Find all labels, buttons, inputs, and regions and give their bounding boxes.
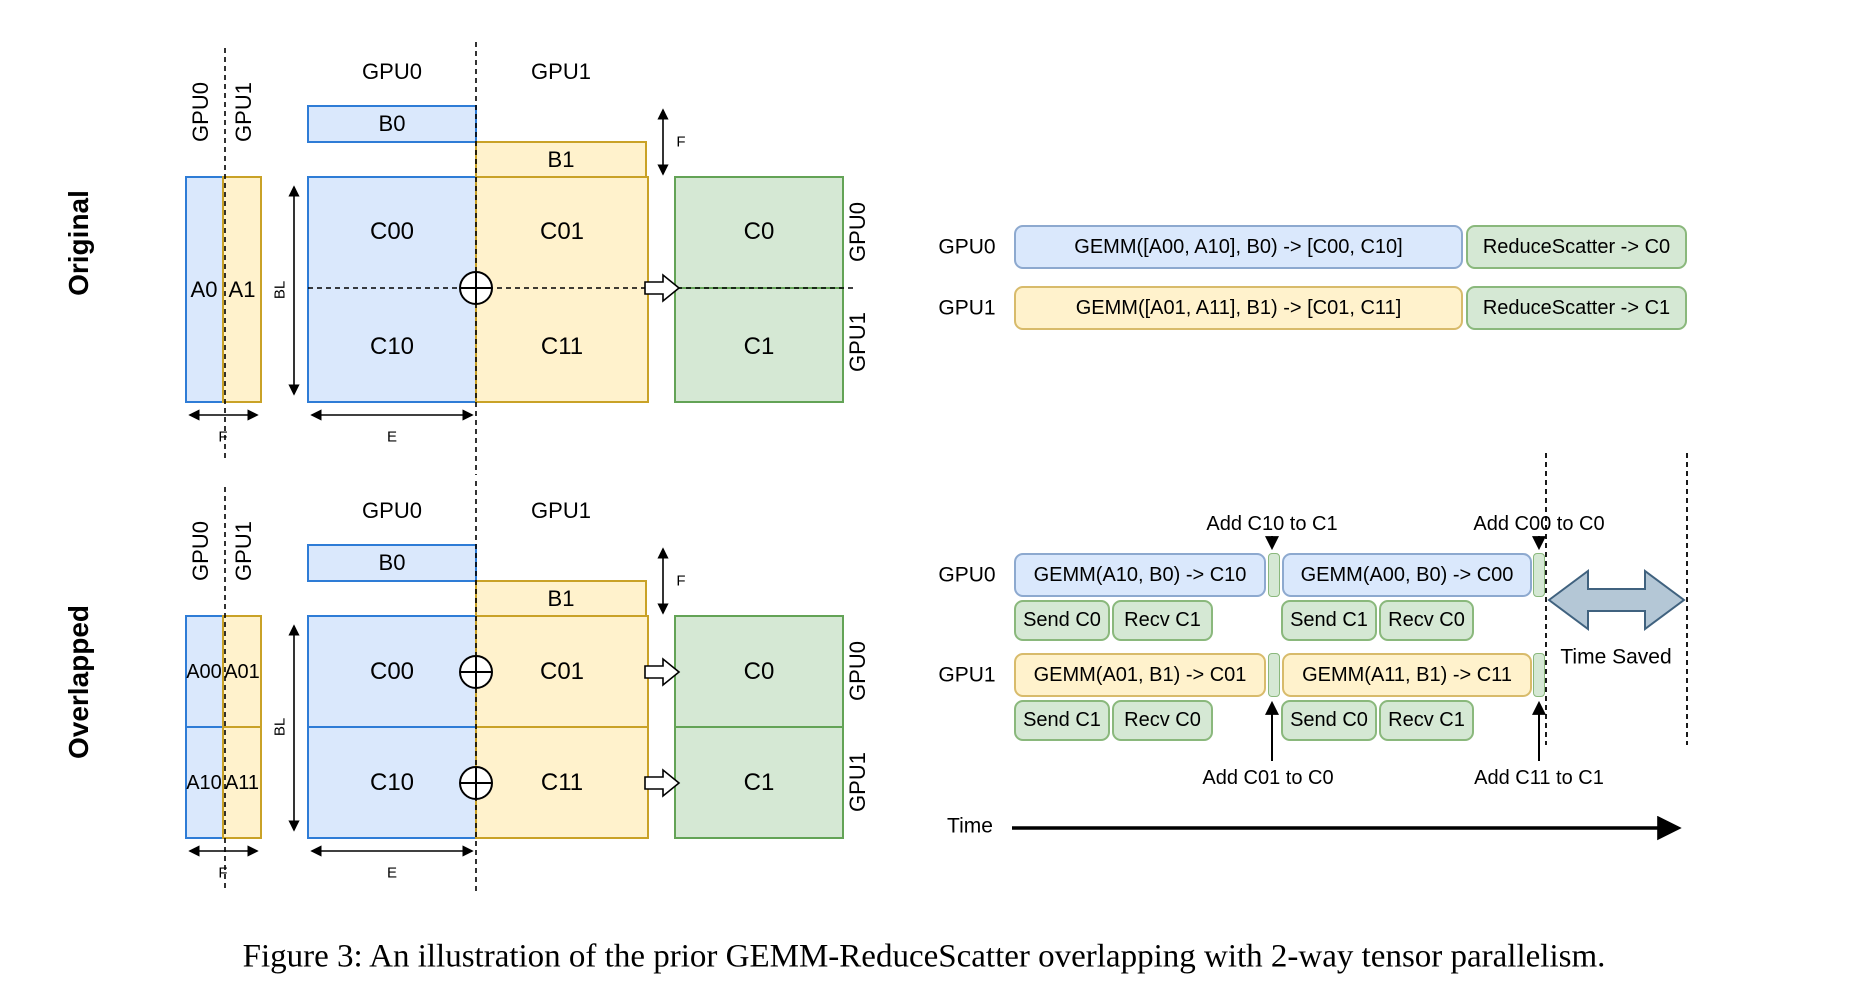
overlapped-dim-f-top: F	[676, 572, 686, 590]
time-saved-boundary-lines	[1545, 453, 1688, 745]
overlapped-bc-col-header-gpu0: GPU0	[362, 498, 422, 523]
overlapped-bc-col-header-gpu1: GPU1	[531, 498, 591, 523]
original-c01-label: C01	[539, 218, 585, 245]
hollow-right-arrow-icon	[644, 273, 681, 303]
overlapped-partition-lines	[224, 481, 477, 892]
section-label-original: Original	[63, 190, 94, 296]
overlapped-a00-label: A00	[186, 661, 222, 683]
overlapped-c-blocks	[307, 615, 649, 839]
overlapped-dim-f: F	[218, 864, 228, 882]
overlapped-out-row-header-gpu1: GPU1	[845, 752, 870, 812]
original-dim-f: F	[218, 428, 228, 446]
timeline-original-gpu0-label: GPU0	[938, 235, 996, 259]
hollow-right-arrow-icon	[644, 657, 681, 687]
overlapped-c11-label: C11	[540, 769, 584, 796]
section-label-overlapped: Overlapped	[63, 604, 94, 760]
timeline-original-reducescatter-gpu1: ReduceScatter -> C1	[1466, 286, 1687, 330]
original-c-blocks	[307, 176, 649, 403]
original-a-col-header-gpu1: GPU1	[231, 82, 256, 142]
figure-caption: Figure 3: An illustration of the prior G…	[242, 938, 1606, 975]
circled-plus-icon	[459, 655, 493, 689]
overlapped-a-col-header-gpu1: GPU1	[231, 521, 256, 581]
time-saved-arrow-icon	[1547, 569, 1686, 631]
timeline-original-reducescatter-gpu0: ReduceScatter -> C0	[1466, 225, 1687, 269]
timeline-original-gemm-gpu1: GEMM([A01, A11], B1) -> [C01, C11]	[1014, 286, 1463, 330]
original-out-row-header-gpu0: GPU0	[845, 202, 870, 262]
overlapped-c0-label: C0	[743, 658, 775, 685]
add-slot	[1533, 653, 1545, 697]
overlapped-c00-label: C00	[369, 658, 415, 685]
overlapped-c1-label: C1	[743, 769, 775, 796]
original-a0-label: A0	[190, 277, 218, 302]
comm-box: Recv C1	[1112, 600, 1213, 641]
overlapped-dim-e: E	[386, 864, 398, 882]
overlapped-a11-label: A11	[224, 772, 260, 794]
annotation-add-c00: Add C00 to C0	[1473, 513, 1605, 535]
add-slot	[1268, 653, 1280, 697]
timeline-overlapped-gemm1-gpu0: GEMM(A10, B0) -> C10	[1014, 553, 1266, 597]
original-dim-f-top: F	[676, 133, 686, 151]
add-slot	[1533, 553, 1545, 597]
timeline-original-gemm-gpu0: GEMM([A00, A10], B0) -> [C00, C10]	[1014, 225, 1463, 269]
overlapped-b1-label: B1	[547, 586, 575, 611]
original-dim-e: E	[386, 428, 398, 446]
comm-box: Send C0	[1014, 600, 1110, 641]
timeline-overlapped-gemm2-gpu1: GEMM(A11, B1) -> C11	[1282, 653, 1532, 697]
timeline-original-gpu1-label: GPU1	[938, 296, 996, 320]
original-output-block	[674, 176, 844, 403]
original-a1-label: A1	[228, 277, 256, 302]
original-c10-label: C10	[369, 333, 415, 360]
original-c1-label: C1	[743, 333, 775, 360]
original-b-blocks	[307, 105, 647, 179]
original-out-row-header-gpu1: GPU1	[845, 312, 870, 372]
original-c00-label: C00	[369, 218, 415, 245]
original-a-blocks	[185, 176, 262, 403]
comm-box: Recv C0	[1379, 600, 1474, 641]
overlapped-dim-bl: BL	[271, 717, 289, 737]
comm-box: Send C1	[1014, 700, 1110, 741]
comm-box: Send C0	[1281, 700, 1377, 741]
comm-box: Send C1	[1281, 600, 1377, 641]
comm-box: Recv C0	[1112, 700, 1213, 741]
annotation-add-c11: Add C11 to C1	[1474, 767, 1604, 789]
overlapped-b-blocks	[307, 544, 647, 618]
overlapped-a10-label: A10	[186, 772, 222, 794]
timeline-overlapped-gemm1-gpu1: GEMM(A01, B1) -> C01	[1014, 653, 1266, 697]
overlapped-c01-label: C01	[539, 658, 585, 685]
overlapped-output-block	[674, 615, 844, 839]
annotation-add-c10: Add C10 to C1	[1206, 513, 1338, 535]
original-b0-label: B0	[378, 111, 406, 136]
comm-box: Recv C1	[1379, 700, 1474, 741]
annotation-add-c01: Add C01 to C0	[1202, 767, 1334, 789]
timeline-annotation-arrows	[1265, 536, 1546, 761]
timeline-overlapped-gpu0-label: GPU0	[938, 563, 996, 587]
overlapped-dimension-arrows	[188, 547, 669, 857]
original-bc-col-header-gpu1: GPU1	[531, 59, 591, 84]
circled-plus-icon	[459, 766, 493, 800]
original-dimension-arrows	[188, 108, 669, 421]
original-a-col-header-gpu0: GPU0	[188, 82, 213, 142]
original-c0-label: C0	[743, 218, 775, 245]
timeline-overlapped-gemm2-gpu0: GEMM(A00, B0) -> C00	[1282, 553, 1532, 597]
add-slot	[1268, 553, 1280, 597]
overlapped-c10-label: C10	[369, 769, 415, 796]
overlapped-a-col-header-gpu0: GPU0	[188, 521, 213, 581]
timeline-overlapped-gpu1-label: GPU1	[938, 663, 996, 687]
overlapped-a01-label: A01	[224, 661, 260, 683]
original-dim-bl: BL	[271, 280, 289, 300]
overlapped-out-row-header-gpu0: GPU0	[845, 641, 870, 701]
original-partition-lines	[224, 42, 856, 475]
time-saved-label: Time Saved	[1560, 645, 1672, 669]
overlapped-a-blocks	[185, 615, 262, 839]
original-bc-col-header-gpu0: GPU0	[362, 59, 422, 84]
original-b1-label: B1	[547, 147, 575, 172]
time-axis-label: Time	[947, 814, 993, 838]
hollow-right-arrow-icon	[644, 768, 681, 798]
original-c11-label: C11	[540, 333, 584, 360]
circled-plus-icon	[459, 271, 493, 305]
overlapped-b0-label: B0	[378, 550, 406, 575]
